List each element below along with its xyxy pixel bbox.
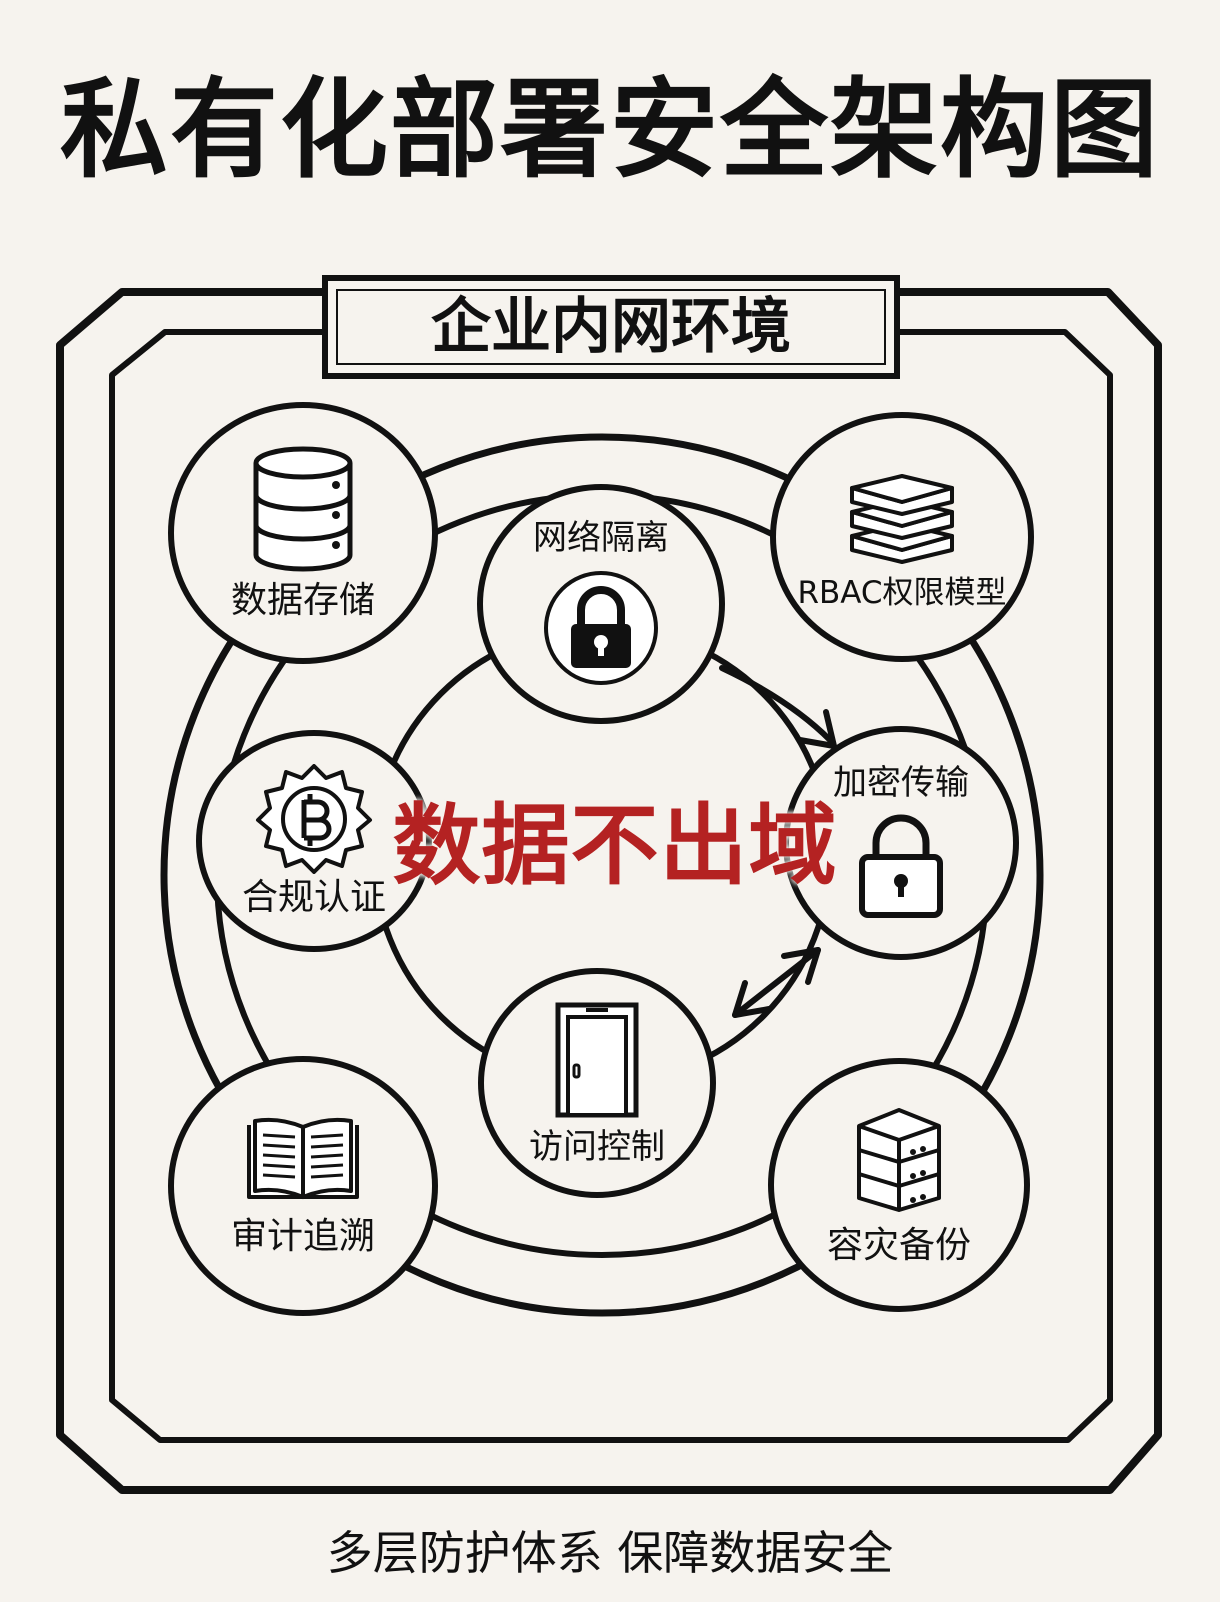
node-disaster-backup: 容灾备份 [768,1058,1030,1312]
node-data-storage: 数据存储 [168,402,438,664]
node-encrypted-transfer-label: 加密传输 [833,765,969,802]
node-data-storage-label: 数据存储 [231,581,375,621]
environment-label: 企业内网环境 [431,297,791,357]
node-audit-trace-label: 审计追溯 [231,1217,375,1257]
footer-caption: 多层防护体系 保障数据安全 [0,1528,1220,1579]
node-audit-trace: 审计追溯 [168,1056,438,1316]
open-book-icon [245,1115,361,1205]
lock-icon [541,568,661,688]
node-access-control: 访问控制 [478,968,716,1198]
server-stack-icon [842,464,962,564]
page-title: 私有化部署安全架构图 [0,72,1220,191]
server-icon [849,1104,949,1214]
environment-label-box: 企业内网环境 [322,275,900,379]
core-label: 数据不出域 [385,798,845,895]
padlock-icon [856,811,946,921]
node-compliance-label: 合规认证 [242,878,386,918]
node-disaster-backup-label: 容灾备份 [827,1226,971,1266]
node-rbac: RBAC权限模型 [770,412,1034,662]
node-access-control-label: 访问控制 [529,1129,665,1166]
node-network-isolation-label: 网络隔离 [533,520,669,557]
certificate-seal-icon [254,764,374,874]
node-rbac-label: RBAC权限模型 [797,576,1006,610]
door-icon [552,999,642,1119]
database-icon [248,445,358,575]
node-network-isolation: 网络隔离 [477,484,725,724]
